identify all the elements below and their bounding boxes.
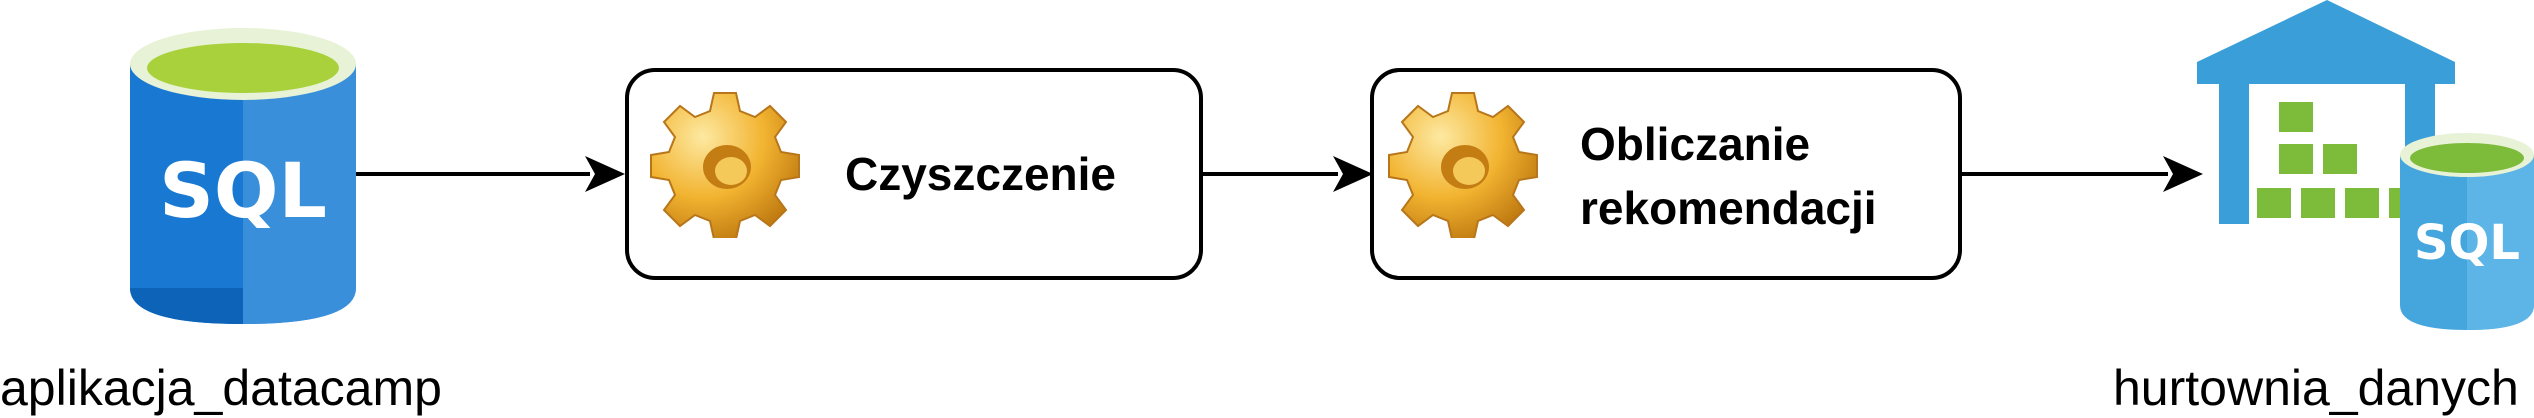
step-recommendations-label-line2: rekomendacji <box>1580 182 1877 234</box>
step-cleaning-label: Czyszczenie <box>845 148 1117 200</box>
gear-icon <box>1388 92 1538 238</box>
target-label: hurtownia_danych <box>2113 360 2519 416</box>
source-database[interactable]: SQL <box>128 26 358 326</box>
arrow-recommendations-to-warehouse <box>1960 156 2203 192</box>
data-warehouse-icon <box>2197 0 2534 330</box>
source-db-text: SQL <box>159 146 327 235</box>
arrow-cleaning-to-recommendations <box>1200 156 1373 192</box>
step-recommendations-label-line1: Obliczanie <box>1580 118 1811 170</box>
arrow-source-to-cleaning <box>355 156 625 192</box>
target-warehouse[interactable]: SQL <box>2195 0 2534 340</box>
gear-icon <box>650 92 800 238</box>
source-label: aplikacja_datacamp <box>0 360 442 416</box>
target-db-text: SQL <box>2414 215 2520 271</box>
sql-database-icon <box>130 28 356 324</box>
